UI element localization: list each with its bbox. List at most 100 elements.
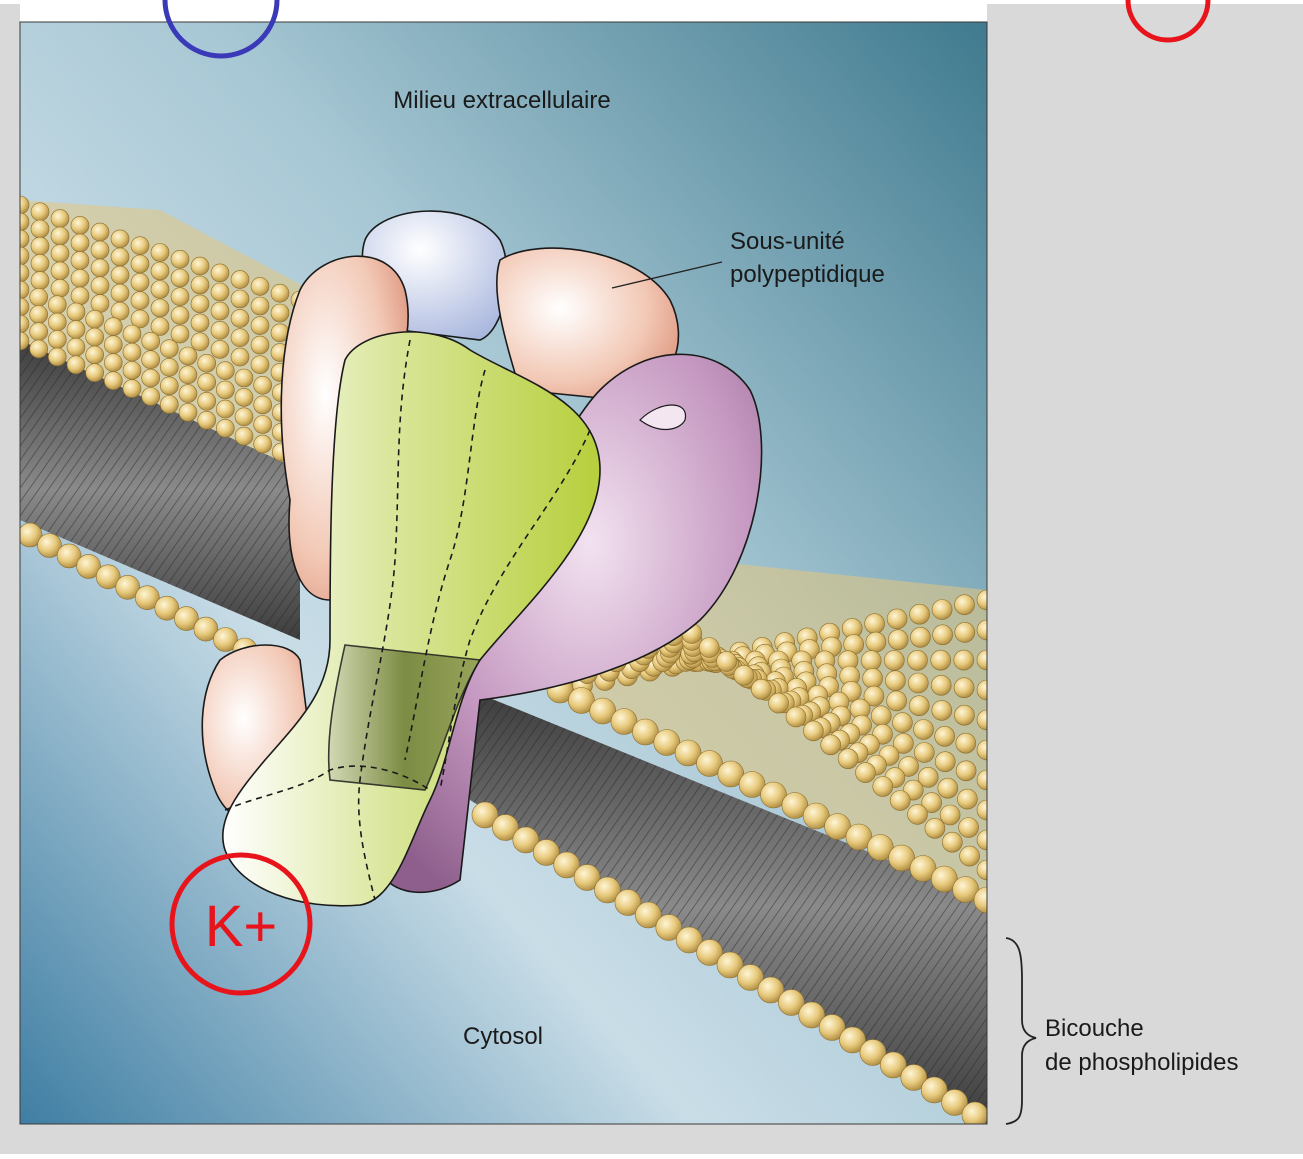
lipid-head [151,244,169,262]
lipid-head [67,338,85,356]
lipid-head [235,427,253,445]
lipid-head [67,303,85,321]
lipid-head [142,351,160,369]
lipid-head [30,288,48,306]
lipid-head [734,665,754,685]
lipid-head [717,651,737,671]
lipid-head [871,706,891,726]
lipid-head [910,627,930,647]
lipid-head [151,281,169,299]
lipid-head [932,700,952,720]
lipid-head [935,726,955,746]
lipid-head [751,679,771,699]
lipid-head [71,287,89,305]
lipid-head [254,396,272,414]
lipid-head [51,227,69,245]
lipid-head [191,295,209,313]
lipid-head [151,299,169,317]
label-bilayer-line2: de phospholipides [1045,1049,1239,1076]
lipid-head [885,671,905,691]
lipid-head [821,735,841,755]
lipid-head [198,354,216,372]
lipid-head [211,264,229,282]
lipid-head [160,358,178,376]
lipid-head [254,435,272,453]
lipid-head [179,385,197,403]
lipid-head [235,388,253,406]
lipid-head [861,651,881,671]
lipid-head [191,276,209,294]
lipid-head [51,244,69,262]
lipid-head [873,777,893,797]
lipid-head [104,318,122,336]
lipid-head [111,284,129,302]
lipid-head [160,396,178,414]
lipid-head [863,668,883,688]
lipid-head [191,333,209,351]
lipid-head [769,693,789,713]
lipid-head [123,361,141,379]
lipid-head [198,411,216,429]
lipid-head [211,302,229,320]
lipid-head [131,292,149,310]
lipid-head [231,329,249,347]
lipid-head [959,818,979,838]
lipid-head [67,321,85,339]
lipid-head [954,705,974,725]
lipid-head [942,832,962,852]
lipid-head [803,721,823,741]
lipid-head [909,696,929,716]
lipid-head [955,622,975,642]
lipid-head [31,203,49,221]
lipid-head [211,283,229,301]
lipid-head [251,317,269,335]
lipid-head [908,804,928,824]
lipid-head [235,408,253,426]
illustration-panel: Milieu extracellulaire Sous-unité polype… [11,22,1000,1128]
lipid-head [231,290,249,308]
lipid-head [179,347,197,365]
lipid-head [86,328,104,346]
lipid-head [910,604,930,624]
lipid-head [235,369,253,387]
lipid-head [179,403,197,421]
lipid-head [216,419,234,437]
lipid-head [251,356,269,374]
lipid-head [231,271,249,289]
lipid-head [123,325,141,343]
lipid-head [179,366,197,384]
lipid-head [940,805,960,825]
lipid-head [887,691,907,711]
lipid-head [123,380,141,398]
lipid-head [67,356,85,374]
lipid-head [887,609,907,629]
lipid-head [786,707,806,727]
lipid-head [30,306,48,324]
lipid-head [51,262,69,280]
lipid-head [86,310,104,328]
lipid-head [91,295,109,313]
lipid-head [91,241,109,259]
lipid-head [91,259,109,277]
label-bilayer-line1: Bicouche [1045,1015,1144,1042]
lipid-head [191,314,209,332]
lipid-head [925,818,945,838]
lipid-head [160,377,178,395]
lipid-head [171,306,189,324]
lipid-head [954,650,974,670]
lipid-head [914,743,934,763]
label-cytosol: Cytosol [463,1023,543,1050]
label-subunit-line1: Sous-unité [730,228,845,255]
lipid-head [142,388,160,406]
lipid-head [932,600,952,620]
lipid-head [251,297,269,315]
left-strip [0,4,20,1154]
lipid-head [171,269,189,287]
lipid-head [48,331,66,349]
lipid-head [111,230,129,248]
lipid-head [86,346,104,364]
lipid-head [86,364,104,382]
lipid-head [216,400,234,418]
